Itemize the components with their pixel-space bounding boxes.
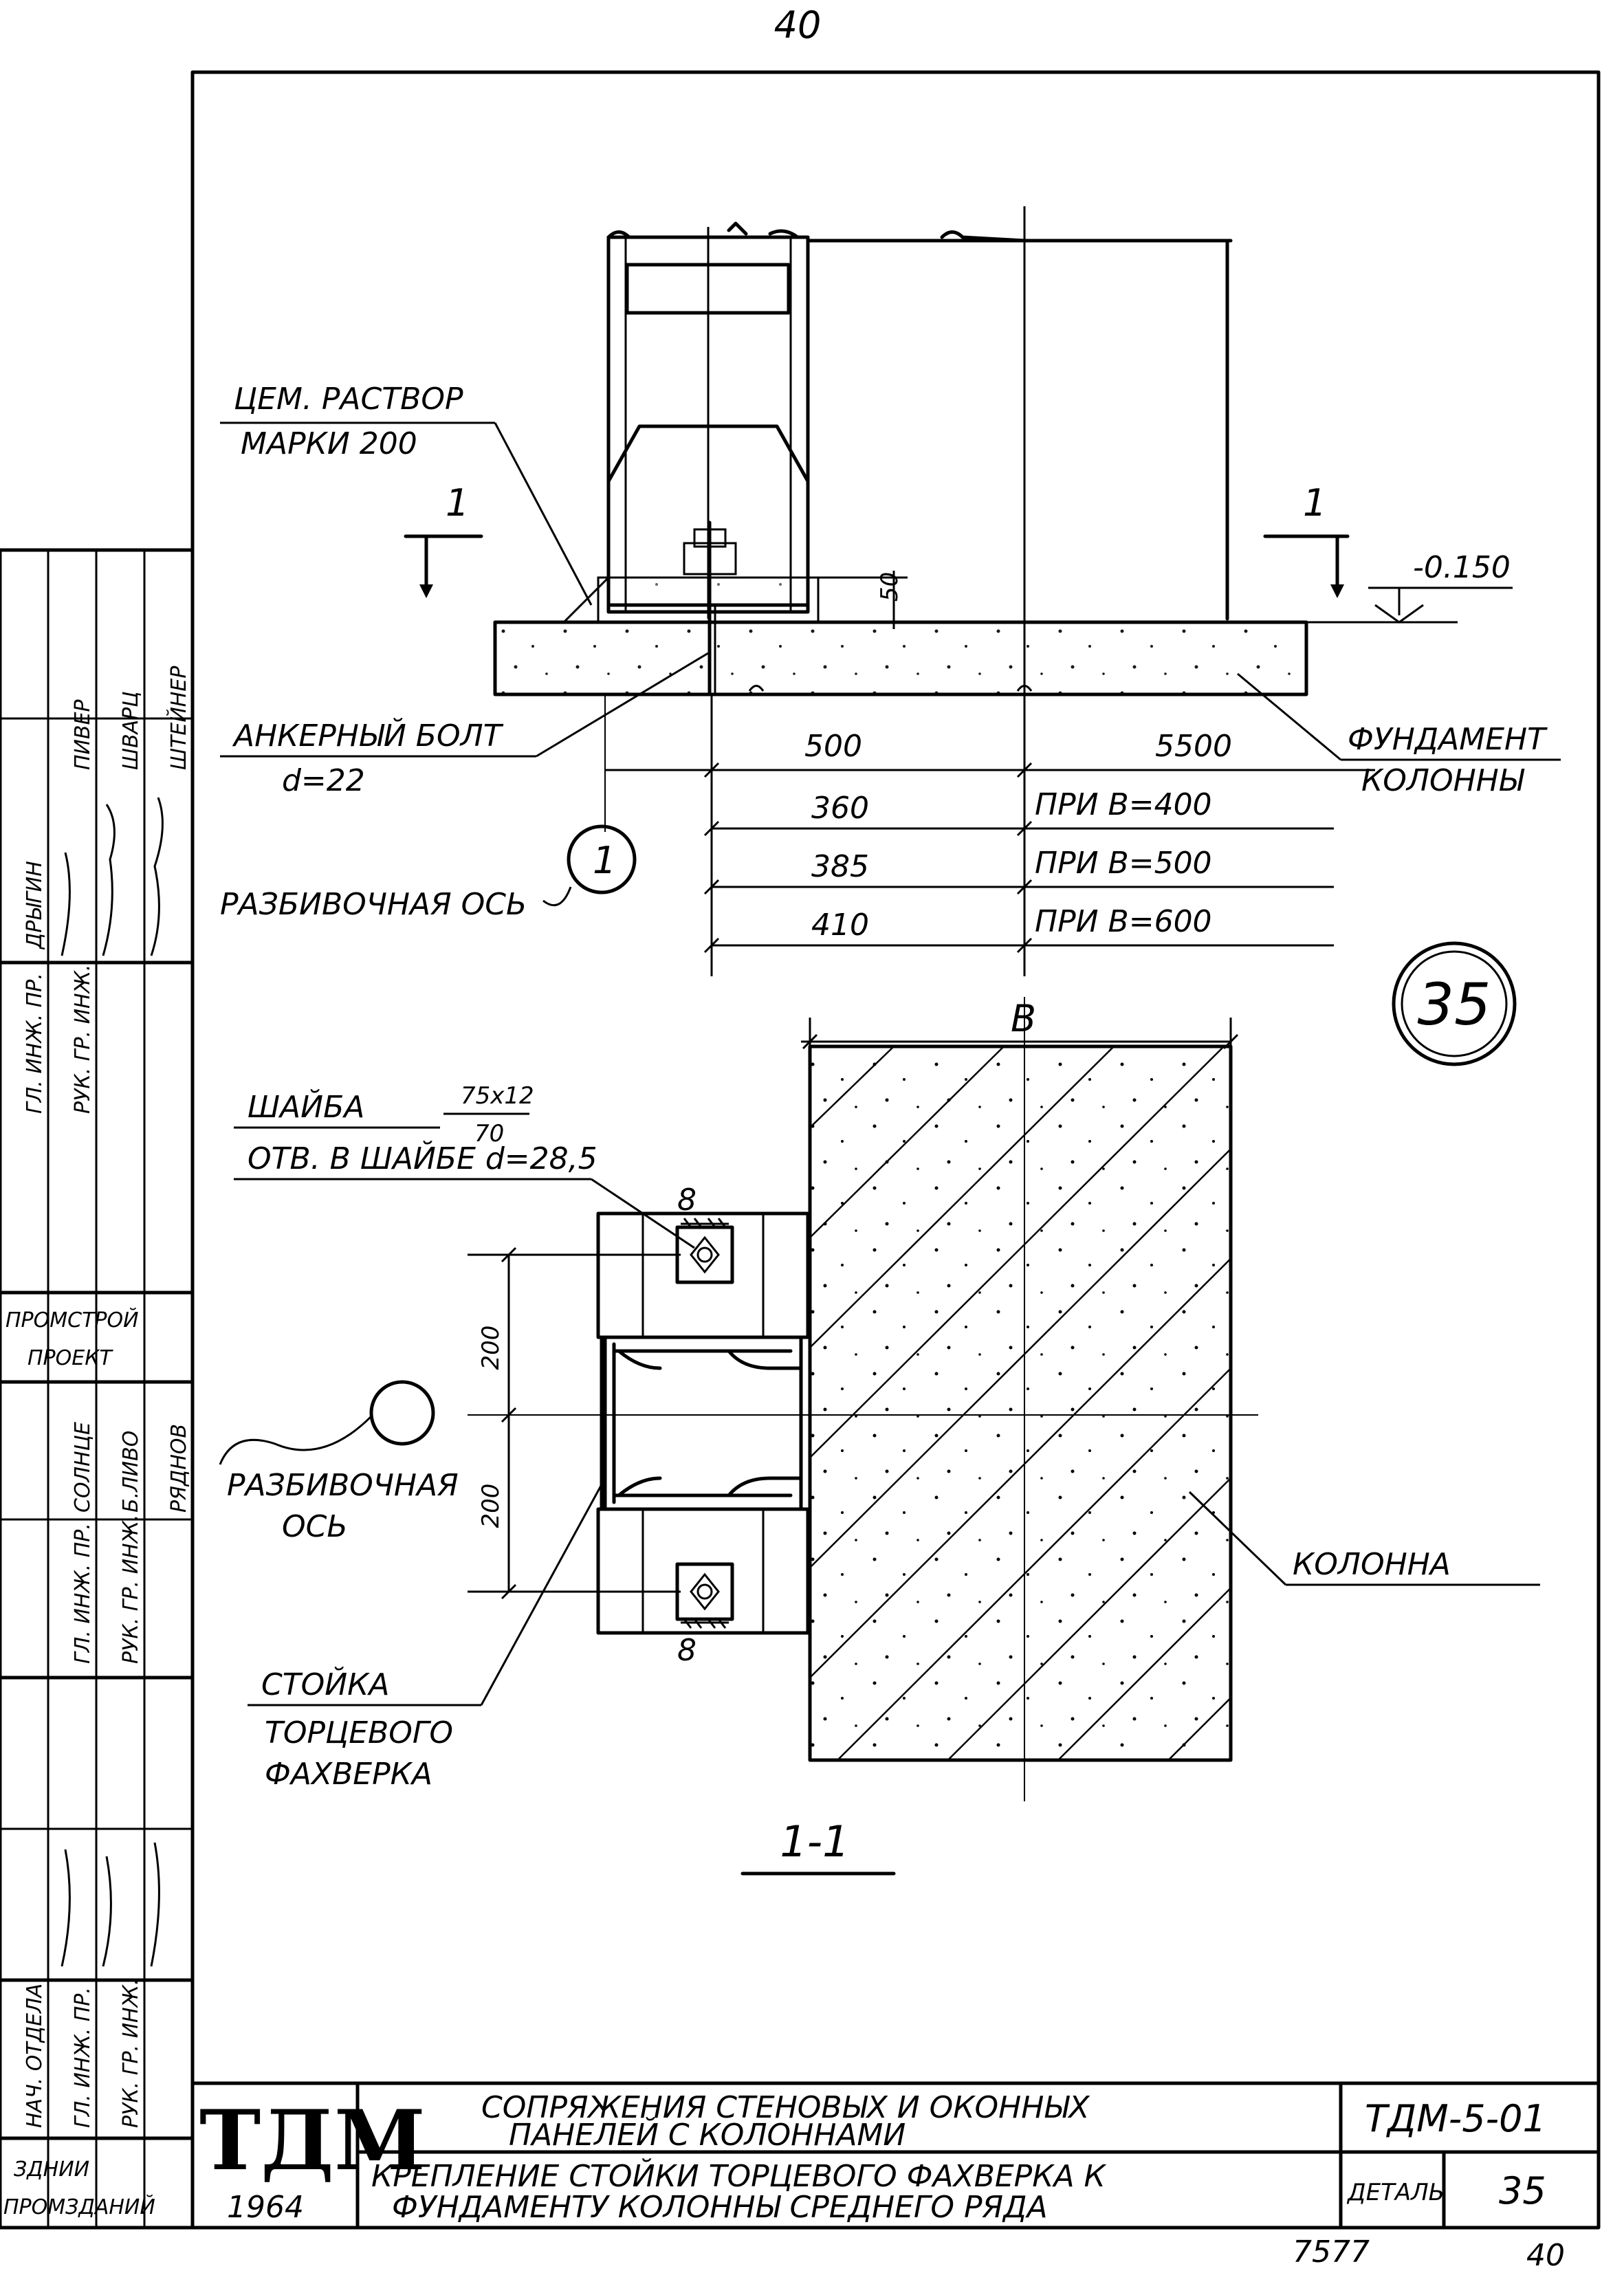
column-label: КОЛОННА bbox=[1293, 1547, 1451, 1582]
series-title-1: СОПРЯЖЕНИЯ СТЕНОВЫХ И ОКОННЫХ bbox=[481, 2090, 1090, 2125]
washer-size: 75x12 bbox=[461, 1082, 534, 1110]
anchor-bolt-label-1: АНКЕРНЫЙ БОЛТ bbox=[232, 717, 504, 754]
dim-200-a: 200 bbox=[477, 1326, 505, 1370]
title-block bbox=[190, 2081, 1601, 2230]
dimension-chain: 500 5500 360 385 410 ПРИ B=400 ПРИ B=500… bbox=[605, 694, 1375, 976]
dim-8-top: 8 bbox=[677, 1183, 696, 1218]
stamp-role-bot-1: НАЧ. ОТДЕЛА bbox=[23, 1984, 47, 2128]
anchor-bolt-label-2: d=22 bbox=[282, 763, 365, 798]
post-label-2: ТОРЦЕВОГО bbox=[265, 1715, 453, 1750]
stamp-role-mid-2: РУК. ГР. ИНЖ. bbox=[119, 1515, 143, 1664]
post-label-3: ФАХВЕРКА bbox=[265, 1757, 432, 1792]
section-title: 1-1 bbox=[780, 1816, 849, 1867]
stamp-role-mid-1: ГЛ. ИНЖ. ПР. bbox=[71, 1523, 95, 1664]
dim-410: 410 bbox=[811, 908, 869, 943]
title-year: 1964 bbox=[227, 2190, 304, 2225]
stamp-org-2: ПРОЕКТ bbox=[28, 1346, 114, 1370]
washer-label: ШАЙБА bbox=[248, 1088, 364, 1125]
dim-360: 360 bbox=[811, 791, 869, 826]
detail-number: 35 bbox=[1499, 2169, 1546, 2212]
dim-385: 385 bbox=[811, 849, 869, 884]
dim-200-b: 200 bbox=[477, 1484, 505, 1528]
dim-50: 50 bbox=[876, 572, 903, 602]
stamp-name-mid-2: Б.ЛИВО bbox=[119, 1431, 143, 1513]
cement-mortar-label-1: ЦЕМ. РАСТВОР bbox=[234, 382, 463, 417]
stamp-org-1: ПРОМСТРОЙ bbox=[6, 1308, 139, 1332]
drawing-code: ТДМ-5-01 bbox=[1365, 2097, 1546, 2140]
section-mark-left: 1 bbox=[446, 481, 469, 525]
series-title-2: ПАНЕЛЕЙ С КОЛОННАМИ bbox=[509, 2116, 906, 2153]
stamp-name-top-1: ДРЫГИН bbox=[23, 861, 47, 950]
stamp-org-bot-1: ЗДНИИ bbox=[14, 2157, 89, 2182]
section-mark-right: 1 bbox=[1303, 481, 1326, 525]
detail-circle-number: 35 bbox=[1418, 971, 1491, 1038]
axis-mark: 1 bbox=[593, 839, 616, 882]
stamp-org-bot-2: ПРОМЗДАНИЙ bbox=[3, 2195, 155, 2219]
stamp-role-top-1: ГЛ. ИНЖ. ПР. bbox=[23, 973, 47, 1114]
washer-hole-label: ОТВ. В ШАЙБЕ d=28,5 bbox=[248, 1140, 597, 1176]
column-section bbox=[808, 1044, 1233, 1762]
layout-axis-label-top: РАЗБИВОЧНАЯ ОСЬ bbox=[220, 887, 527, 922]
axis-bubble bbox=[567, 824, 637, 894]
washer-thickness: 70 bbox=[474, 1120, 504, 1148]
dim-500: 500 bbox=[804, 729, 862, 764]
level-mark: -0.150 bbox=[1413, 550, 1511, 585]
stamp-name-mid-1: СОЛНЦЕ bbox=[71, 1422, 95, 1513]
stamp-name-mid-3: РЯДНОВ bbox=[167, 1424, 191, 1513]
side-stamp bbox=[0, 548, 195, 2230]
stamp-role-bot-2: ГЛ. ИНЖ. ПР. bbox=[71, 1987, 95, 2128]
detail-label: ДЕТАЛЬ bbox=[1346, 2179, 1445, 2206]
dim-b: B bbox=[1011, 997, 1036, 1040]
cond-b400: ПРИ B=400 bbox=[1035, 787, 1212, 822]
dim-8-bottom: 8 bbox=[677, 1633, 696, 1668]
section-1-1: B bbox=[219, 997, 1540, 1876]
sheet-number: 7577 bbox=[1293, 2234, 1370, 2270]
stamp-name-top-2: ПИВЕР bbox=[71, 699, 95, 770]
logo-tdm: ТДМ bbox=[199, 2092, 426, 2189]
stamp-role-top-2: РУК. ГР. ИНЖ. bbox=[71, 965, 95, 1114]
dim-5500: 5500 bbox=[1155, 729, 1232, 764]
stamp-role-bot-3: РУК. ГР. ИНЖ. bbox=[119, 1979, 143, 2128]
cond-b600: ПРИ B=600 bbox=[1035, 904, 1212, 939]
drawing-title-1: КРЕПЛЕНИЕ СТОЙКИ ТОРЦЕВОГО ФАХВЕРКА К bbox=[371, 2157, 1107, 2194]
post-label-1: СТОЙКА bbox=[261, 1666, 389, 1702]
detail-circle: 35 bbox=[1392, 941, 1517, 1066]
cond-b500: ПРИ B=500 bbox=[1035, 846, 1212, 881]
stamp-name-top-4: ШТЕЙНЕР bbox=[166, 666, 191, 770]
stamp-name-top-3: ШВАРЦ bbox=[119, 691, 143, 770]
foundation-label-2: КОЛОННЫ bbox=[1361, 763, 1525, 798]
signatures bbox=[61, 797, 164, 1967]
layout-axis-label-1: РАЗБИВОЧНАЯ bbox=[227, 1468, 459, 1503]
layout-axis-label-2: ОСЬ bbox=[282, 1509, 348, 1544]
page-number-top: 40 bbox=[774, 3, 822, 47]
sheet-page: 40 bbox=[1526, 2238, 1565, 2273]
drawing-title-2: ФУНДАМЕНТУ КОЛОННЫ СРЕДНЕГО РЯДА bbox=[392, 2190, 1048, 2225]
cement-mortar-label-2: МАРКИ 200 bbox=[241, 426, 417, 461]
elevation-view: 1 1 -0.150 50 ЦЕМ. РАСТВОР МАРКИ 200 АНК… bbox=[220, 206, 1561, 922]
foundation-label-1: ФУНДАМЕНТ bbox=[1348, 722, 1548, 757]
